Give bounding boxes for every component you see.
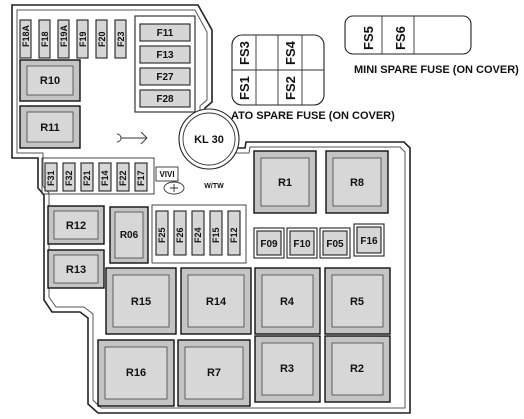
fuse-label: F19	[78, 31, 88, 47]
svg-text:R16: R16	[126, 367, 146, 379]
svg-text:R11: R11	[40, 122, 60, 134]
svg-text:R06: R06	[120, 230, 139, 241]
logo-text-2: W/TW	[204, 183, 224, 190]
fuse-label: F13	[156, 50, 174, 61]
svg-text:F10: F10	[293, 239, 311, 250]
relay-r4: R4	[254, 267, 321, 335]
svg-text:R15: R15	[131, 296, 151, 308]
relay-r2: R2	[324, 335, 391, 403]
spare-fuse-label: FS6	[393, 26, 408, 50]
fuse-label: F24	[193, 227, 203, 243]
svg-text:KL 30: KL 30	[194, 134, 224, 146]
relay-r3: R3	[254, 335, 321, 403]
fuse-f05: F05	[319, 227, 351, 259]
manufacturer-logos: VIVI W/TW	[155, 166, 224, 195]
svg-text:R8: R8	[350, 177, 364, 189]
clip-mark	[116, 131, 148, 145]
fuse-label: F19A	[59, 24, 69, 47]
fuse-label: F15	[211, 227, 221, 243]
relay-r11: R11	[19, 105, 81, 149]
ato-spare-fuse-box: FS3 FS4 FS1 FS2	[231, 34, 325, 106]
fuse-label: F23	[116, 31, 126, 47]
svg-text:F05: F05	[326, 239, 344, 250]
spare-fuse-label: FS5	[361, 26, 376, 50]
ato-spare-caption: ATO SPARE FUSE (ON COVER)	[231, 110, 395, 122]
relay-r7: R7	[177, 339, 251, 407]
svg-text:R4: R4	[280, 296, 295, 308]
fuse-label: F26	[175, 227, 185, 243]
fuse-label: F18	[40, 31, 50, 47]
fuse-label: F27	[156, 72, 174, 83]
relay-r15: R15	[105, 267, 177, 335]
fuse-label: F21	[82, 170, 92, 186]
relay-r8: R8	[325, 150, 389, 214]
mini-spare-fuse-box: FS5 FS6	[344, 15, 472, 55]
vertical-fuse-group: F25 F26 F24 F15 F12	[151, 204, 247, 264]
svg-text:F16: F16	[360, 236, 378, 247]
relay-r5: R5	[324, 267, 391, 335]
relay-r14: R14	[180, 267, 252, 335]
fuse-label: F31	[46, 170, 56, 186]
svg-text:R5: R5	[350, 296, 364, 308]
spare-fuse-label: FS3	[237, 41, 252, 65]
spare-fuse-label: FS1	[237, 76, 252, 100]
relay-r06: R06	[109, 206, 149, 264]
fuse-label: F17	[136, 170, 146, 186]
svg-text:R1: R1	[278, 177, 292, 189]
svg-text:R3: R3	[280, 363, 294, 375]
fuse-label: F32	[64, 170, 74, 186]
relay-r16: R16	[97, 339, 175, 407]
relay-r10: R10	[19, 59, 81, 102]
spare-fuse-label: FS4	[283, 40, 298, 65]
fuse-f09: F09	[253, 227, 285, 259]
spare-fuse-label: FS2	[283, 76, 298, 100]
fuse-label: F25	[157, 227, 167, 243]
relay-r13: R13	[47, 249, 105, 289]
fuse-label: F18A	[21, 24, 31, 47]
svg-text:R7: R7	[207, 367, 221, 379]
fuse-label: F14	[100, 170, 110, 186]
svg-text:R2: R2	[350, 363, 364, 375]
svg-text:R14: R14	[206, 296, 227, 308]
mini-spare-caption: MINI SPARE FUSE (ON COVER)	[354, 64, 519, 76]
fuse-f10: F10	[286, 227, 318, 259]
relay-r12: R12	[47, 205, 105, 245]
svg-text:F09: F09	[260, 239, 278, 250]
svg-text:R12: R12	[66, 220, 86, 232]
mid-fuse-row: F31 F32 F21 F14 F22 F17	[41, 157, 155, 195]
fuse-label: F12	[229, 227, 239, 243]
fuse-label: F20	[97, 31, 107, 47]
stacked-fuse-column: F11 F13 F27 F28	[134, 15, 196, 113]
kl30-terminal: KL 30	[178, 108, 240, 170]
relay-r1: R1	[253, 150, 317, 214]
svg-text:R10: R10	[40, 75, 60, 87]
top-fuse-row: F18A F18 F19A F19 F20 F23	[19, 19, 127, 59]
fuse-label: F11	[157, 28, 174, 39]
fuse-label: F28	[156, 94, 174, 105]
fuse-f16: F16	[353, 223, 385, 257]
logo-text-1: VIVI	[159, 170, 174, 179]
fuse-label: F22	[118, 170, 128, 186]
svg-text:R13: R13	[66, 264, 86, 276]
